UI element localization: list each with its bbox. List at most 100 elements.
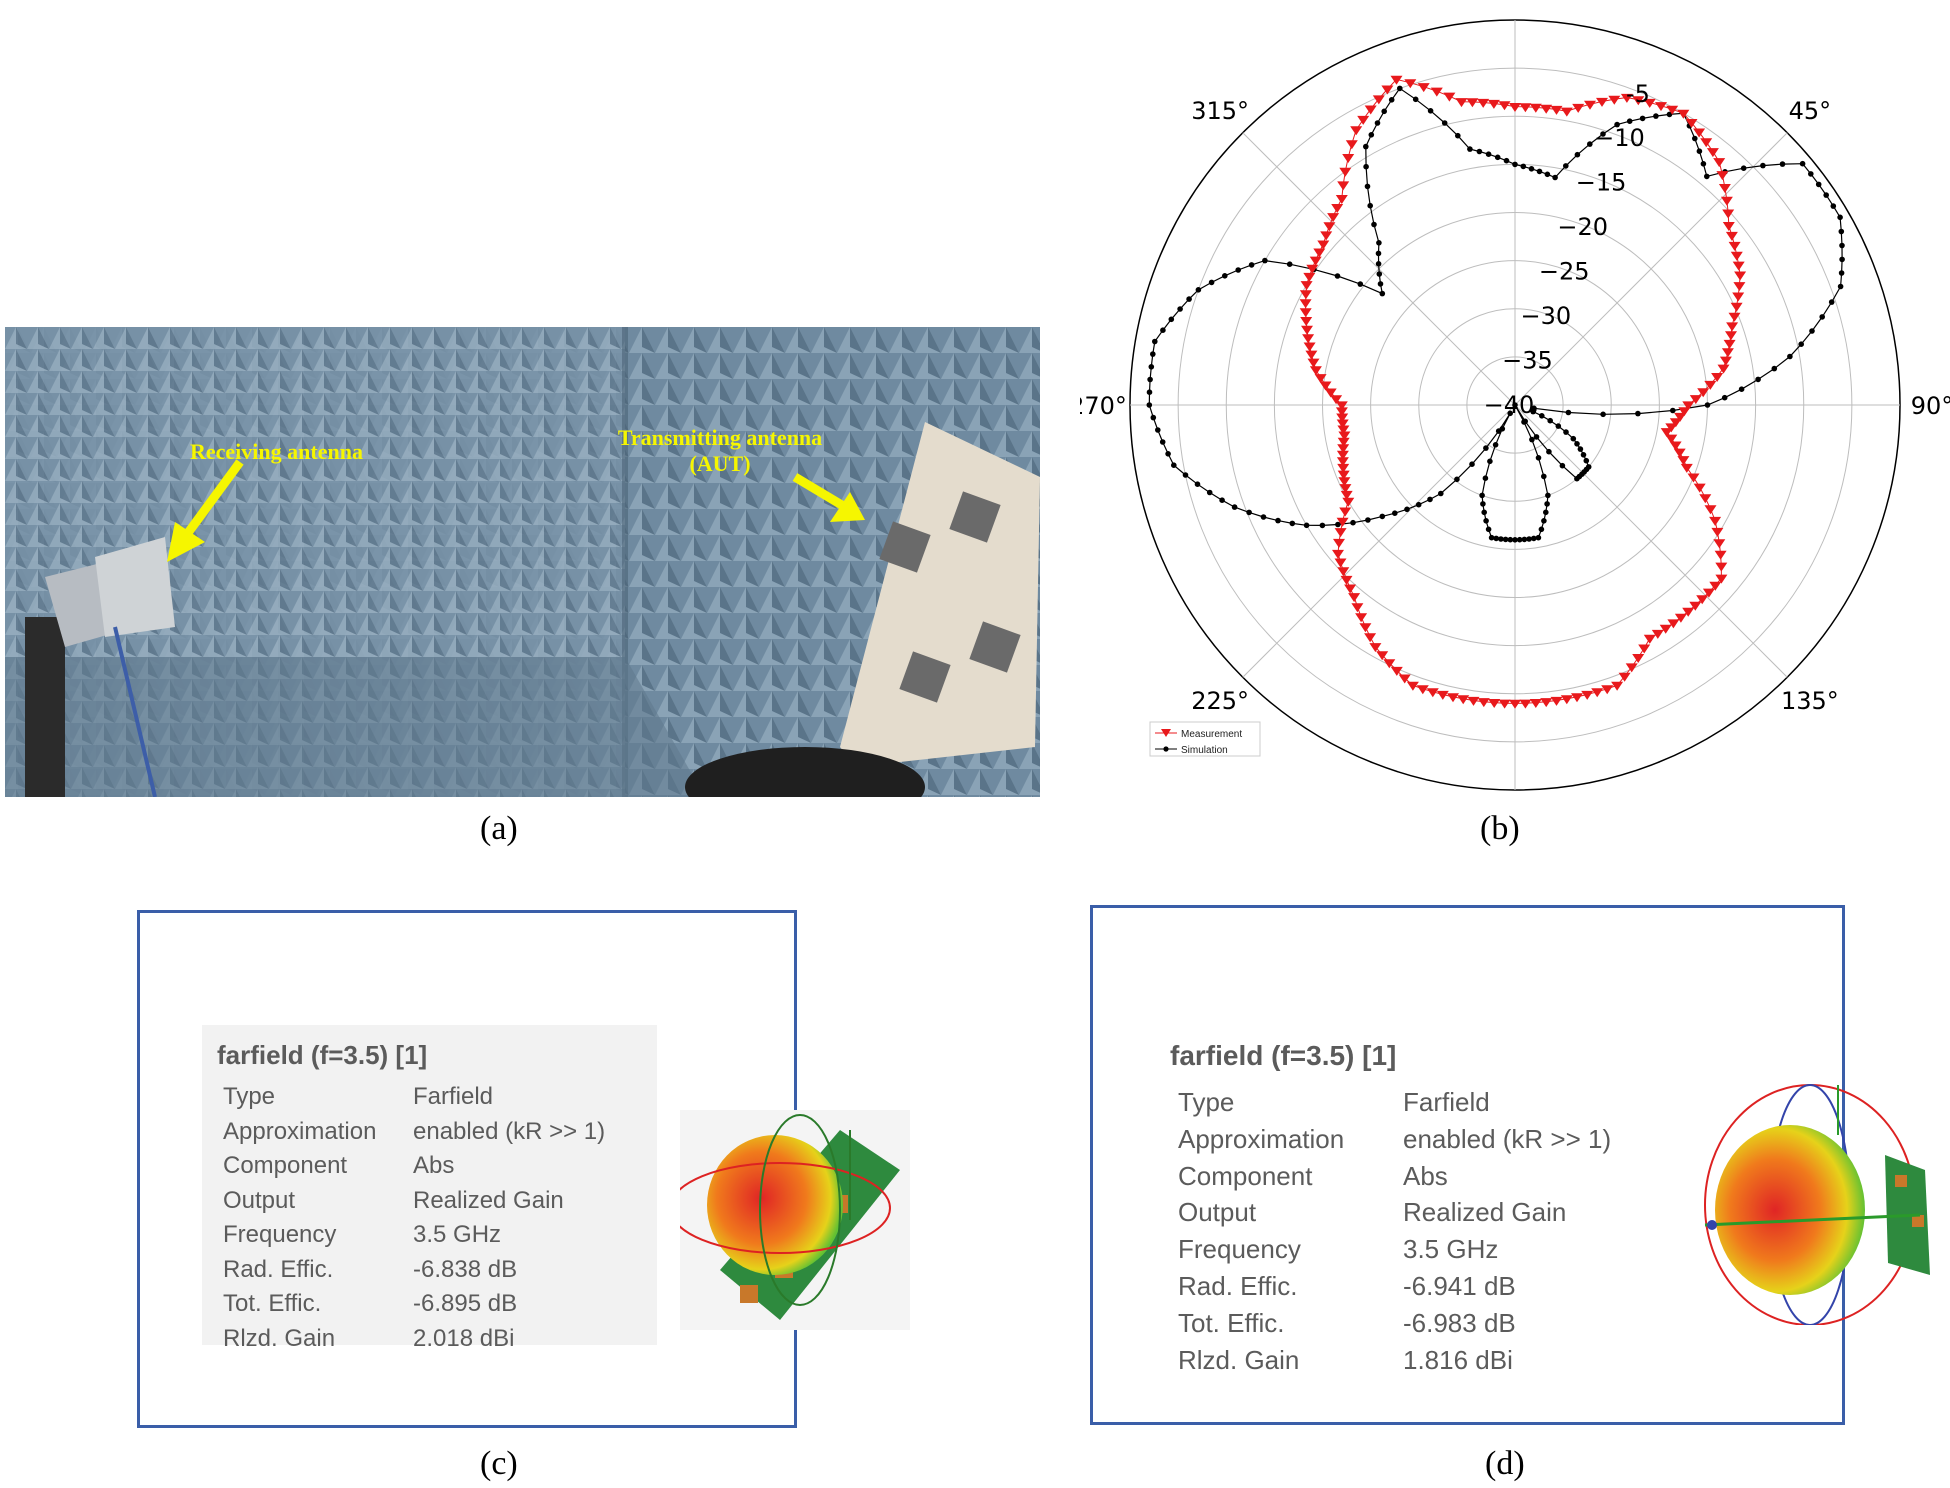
simulation-point <box>1467 146 1473 152</box>
measurement-point <box>1337 425 1350 435</box>
polar-angle-label: 315° <box>1191 97 1249 125</box>
measurement-point <box>1734 271 1747 281</box>
panel-c-row-key: Component <box>223 1152 348 1179</box>
simulation-point <box>1563 163 1569 169</box>
measurement-point <box>1669 418 1682 428</box>
simulation-point <box>1194 481 1201 488</box>
simulation-point <box>1350 519 1356 526</box>
simulation-point <box>1365 517 1371 523</box>
measurement-point <box>1334 558 1347 568</box>
measurement-point <box>1376 651 1389 661</box>
simulation-point <box>1368 132 1375 138</box>
measurement-point <box>1682 607 1695 617</box>
simulation-point <box>1838 270 1845 276</box>
measurement-point <box>1571 693 1583 703</box>
measurement-point <box>1643 634 1656 644</box>
polar-spoke <box>1514 404 1788 678</box>
simulation-point <box>1303 522 1310 529</box>
polar-labels: 0°45°90°135°180°225°270°315°−40−35−30−25… <box>1080 0 1950 715</box>
simulation-point <box>1700 161 1707 167</box>
measurement-point <box>1335 195 1348 204</box>
simulation-point <box>1275 517 1281 524</box>
measurement-point <box>1717 364 1730 374</box>
measurement-point <box>1651 629 1664 639</box>
simulation-point <box>1512 402 1518 408</box>
panel-c-3d-drawing <box>680 1110 910 1330</box>
simulation-point <box>1415 501 1422 508</box>
transmitting-antenna-aut <box>685 422 1040 797</box>
simulation-point <box>1535 534 1542 541</box>
measurement-point <box>1596 97 1608 107</box>
simulation-point <box>1704 173 1710 180</box>
simulation-point <box>1155 427 1161 433</box>
measurement-point <box>1702 588 1715 598</box>
simulation-point <box>1186 296 1192 302</box>
polar-radiation-pattern: 0°45°90°135°180°225°270°315°−40−35−30−25… <box>1080 0 1950 800</box>
measurement-point <box>1302 334 1315 344</box>
measurement-point <box>1722 209 1735 219</box>
measurement-point <box>1732 292 1745 302</box>
measurement-point <box>1618 672 1631 682</box>
simulation-point <box>1182 472 1189 478</box>
simulation-point <box>1666 111 1673 118</box>
simulation-point <box>1544 501 1550 507</box>
measurement-point <box>1487 99 1500 109</box>
panel-c-row-key: Frequency <box>223 1221 337 1248</box>
polar-radial-label: −15 <box>1576 169 1627 197</box>
measurement-point <box>1669 441 1682 451</box>
measurement-point <box>1709 516 1722 526</box>
measurement-point <box>1340 575 1353 585</box>
measurement-point <box>1699 494 1712 504</box>
measurement-point <box>1337 470 1350 480</box>
simulation-point <box>1498 536 1504 542</box>
simulation-point <box>1485 151 1492 157</box>
measurement-point <box>1436 690 1449 700</box>
measurement-point <box>1711 527 1724 537</box>
panel-c-row-value: enabled (kR >> 1) <box>413 1117 606 1145</box>
simulation-point <box>1580 452 1587 458</box>
polar-angle-label: 0° <box>1501 0 1528 3</box>
measurement-point <box>1689 601 1702 611</box>
measurement-point <box>1327 213 1340 223</box>
measurement-point <box>1466 98 1479 108</box>
measurement-point <box>1704 505 1717 515</box>
measurement-point <box>1733 282 1746 292</box>
simulation-point <box>1539 413 1545 419</box>
simulation-point <box>1412 96 1419 103</box>
measurement-point <box>1696 595 1709 605</box>
simulation-point <box>1528 166 1535 172</box>
measurement-point <box>1404 79 1417 89</box>
polar-grid <box>1129 19 1901 791</box>
measurement-point <box>1721 348 1734 358</box>
simulation-point <box>1839 256 1845 263</box>
measurement-point <box>1372 95 1385 105</box>
measurement-point <box>1725 331 1737 341</box>
simulation-point <box>1838 228 1845 235</box>
measurement-point <box>1665 423 1678 433</box>
measurement-point <box>1581 690 1594 700</box>
panel-c-row-key: Approximation <box>223 1117 377 1145</box>
measurement-point <box>1350 126 1363 136</box>
simulation-point <box>1798 341 1804 348</box>
measurement-point <box>1611 681 1624 691</box>
measurement-point <box>1560 107 1573 117</box>
measurement-point <box>1443 92 1456 102</box>
measurement-point <box>1300 317 1313 326</box>
panel-d-row-value: -6.941 dB <box>1403 1271 1516 1301</box>
simulation-point <box>1376 271 1383 277</box>
legend-simulation-marker <box>1163 746 1169 752</box>
measurement-point <box>1309 256 1322 266</box>
measurement-point <box>1336 413 1349 423</box>
measurement-point <box>1700 138 1713 148</box>
simulation-point <box>1830 203 1837 209</box>
simulation-point <box>1544 171 1551 178</box>
measurement-point <box>1540 698 1553 708</box>
measurement-point <box>1591 688 1604 698</box>
simulation-point <box>1147 376 1153 383</box>
simulation-point <box>1494 154 1501 161</box>
simulation-point <box>1740 165 1747 171</box>
simulation-point <box>1219 497 1225 504</box>
measurement-series <box>1299 75 1747 709</box>
measurement-point <box>1303 342 1316 352</box>
measurement-point <box>1351 603 1364 613</box>
